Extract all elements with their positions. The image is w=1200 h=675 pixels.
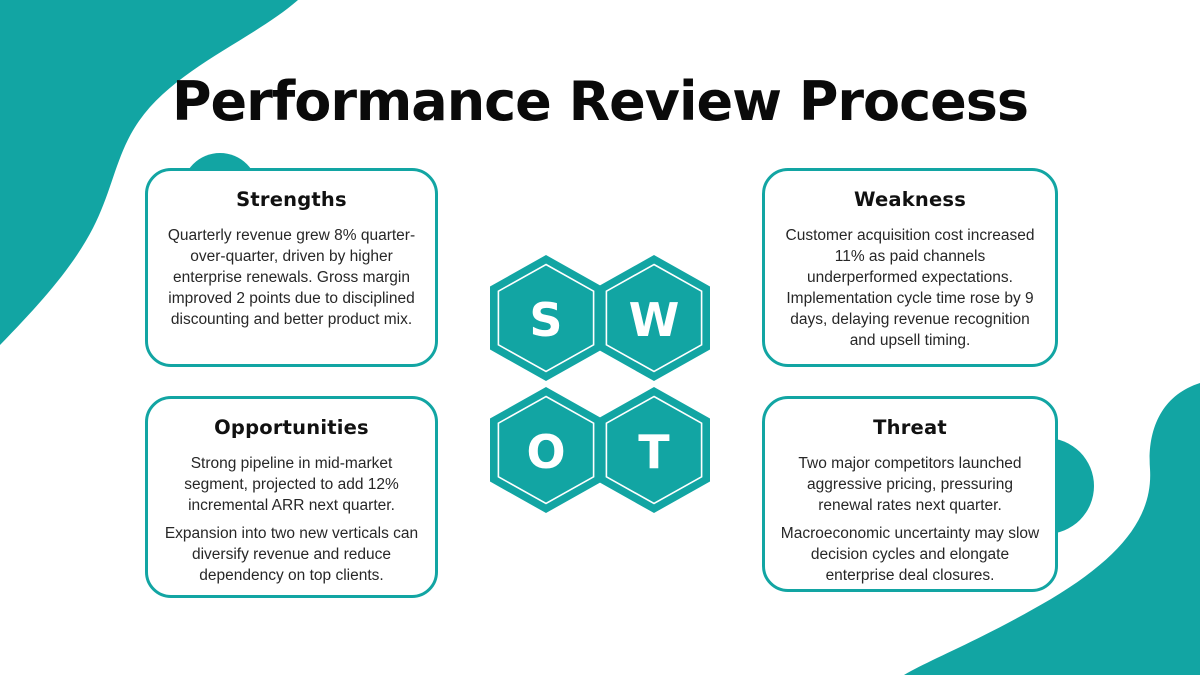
card-strengths-text: Quarterly revenue grew 8% quarter-over-q… bbox=[167, 227, 416, 329]
card-weakness-title: Weakness bbox=[853, 188, 967, 211]
card-weakness: Weakness Customer acquisition cost incre… bbox=[762, 168, 1058, 367]
card-opportunities-text-1: Strong pipeline in mid-market segment, p… bbox=[184, 455, 399, 515]
card-strengths-title: Strengths bbox=[236, 188, 347, 211]
hexagon-letter-w: W bbox=[628, 292, 680, 347]
page-title: Performance Review Process bbox=[171, 70, 1029, 133]
hexagon-shape-icon bbox=[598, 387, 710, 513]
hexagon-tile-s: S bbox=[490, 255, 602, 381]
hexagon-letter-o: O bbox=[526, 424, 566, 479]
hexagon-shape-icon bbox=[598, 255, 710, 381]
hexagon-tile-t: T bbox=[598, 387, 710, 513]
card-threat-title: Threat bbox=[873, 416, 947, 439]
card-opportunities: Opportunities Strong pipeline in mid-mar… bbox=[145, 396, 438, 598]
card-opportunities-title: Opportunities bbox=[214, 416, 369, 439]
card-threat-text-2: Macroeconomic uncertainty may slow decis… bbox=[780, 525, 1040, 585]
bottom-right-blob-shape bbox=[904, 383, 1200, 675]
card-strengths: Strengths Quarterly revenue grew 8% quar… bbox=[145, 168, 438, 367]
top-left-blob-shape bbox=[0, 0, 298, 345]
hexagon-letter-s: S bbox=[529, 292, 563, 347]
hexagon-tile-w: W bbox=[598, 255, 710, 381]
card-threat-text-1: Two major competitors launched aggressiv… bbox=[798, 455, 1022, 515]
hexagon-letter-t: T bbox=[638, 424, 670, 479]
hexagon-shape-icon bbox=[490, 387, 602, 513]
hexagon-tile-o: O bbox=[490, 387, 602, 513]
card-threat: Threat Two major competitors launched ag… bbox=[762, 396, 1058, 592]
card-opportunities-text-2: Expansion into two new verticals can div… bbox=[164, 525, 419, 585]
card-weakness-text: Customer acquisition cost increased 11% … bbox=[785, 227, 1035, 350]
hexagon-shape-icon bbox=[490, 255, 602, 381]
